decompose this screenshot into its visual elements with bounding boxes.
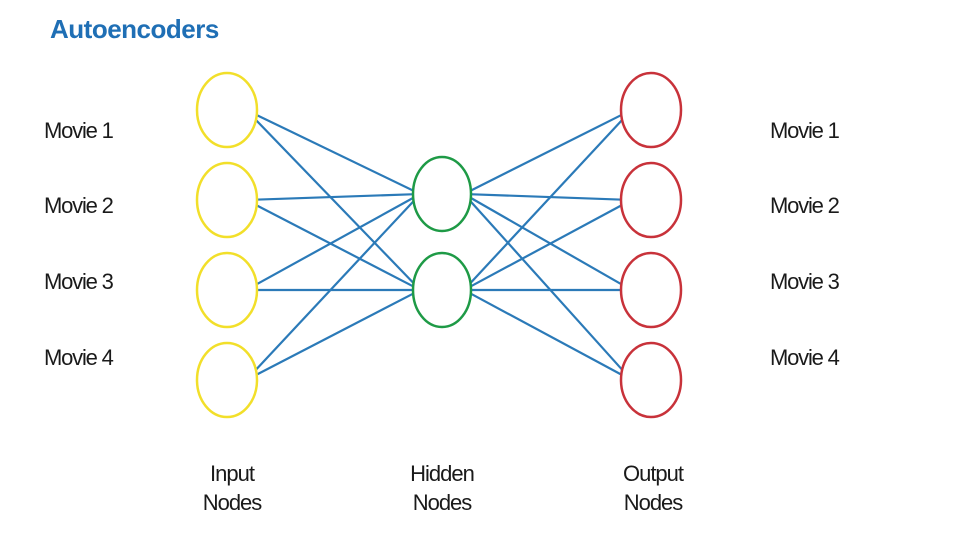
output-caption-line-2: Nodes <box>624 490 684 515</box>
input-node-1 <box>195 71 259 149</box>
input-caption-line-2: Nodes <box>203 490 263 515</box>
output-label-movie-2: Movie 2 <box>770 193 840 218</box>
hidden-caption-line-1: Hidden <box>410 461 474 486</box>
input-label-movie-2: Movie 2 <box>44 193 114 218</box>
output-label-movie-4: Movie 4 <box>770 345 840 370</box>
edge-hidden-2-output-1 <box>468 118 624 286</box>
hidden-node-1 <box>411 155 473 233</box>
input-node-2 <box>195 161 259 239</box>
input-label-movie-3: Movie 3 <box>44 269 114 294</box>
edge-hidden-1-output-3 <box>468 195 624 287</box>
hidden-caption-line-2: Nodes <box>413 490 473 515</box>
output-label-movie-1: Movie 1 <box>770 118 840 143</box>
edge-hidden-2-output-4 <box>468 291 624 377</box>
page-title: Autoencoders <box>50 14 219 44</box>
edge-input-4-hidden-1 <box>254 198 416 372</box>
input-node-4 <box>195 341 259 419</box>
output-node-2 <box>619 161 683 239</box>
edge-hidden-2-output-2 <box>468 203 624 289</box>
input-label-movie-1: Movie 1 <box>44 118 114 143</box>
connection-lines <box>254 113 624 377</box>
edge-hidden-1-output-2 <box>468 193 624 201</box>
input-caption-line-1: Input <box>210 461 255 486</box>
output-node-4 <box>619 341 683 419</box>
network-nodes <box>195 71 683 419</box>
edge-input-2-hidden-2 <box>254 203 416 289</box>
input-node-3 <box>195 251 259 329</box>
edge-input-2-hidden-1 <box>254 193 416 201</box>
output-node-1 <box>619 71 683 149</box>
edge-hidden-1-output-4 <box>468 198 624 372</box>
edge-hidden-1-output-1 <box>468 113 624 193</box>
edge-input-4-hidden-2 <box>254 291 416 377</box>
edge-input-1-hidden-2 <box>254 118 416 286</box>
output-caption-line-1: Output <box>623 461 684 486</box>
output-label-movie-3: Movie 3 <box>770 269 840 294</box>
input-label-movie-4: Movie 4 <box>44 345 114 370</box>
output-node-3 <box>619 251 683 329</box>
hidden-node-2 <box>411 251 473 329</box>
edge-input-3-hidden-1 <box>254 195 416 287</box>
edge-input-1-hidden-1 <box>254 113 416 193</box>
